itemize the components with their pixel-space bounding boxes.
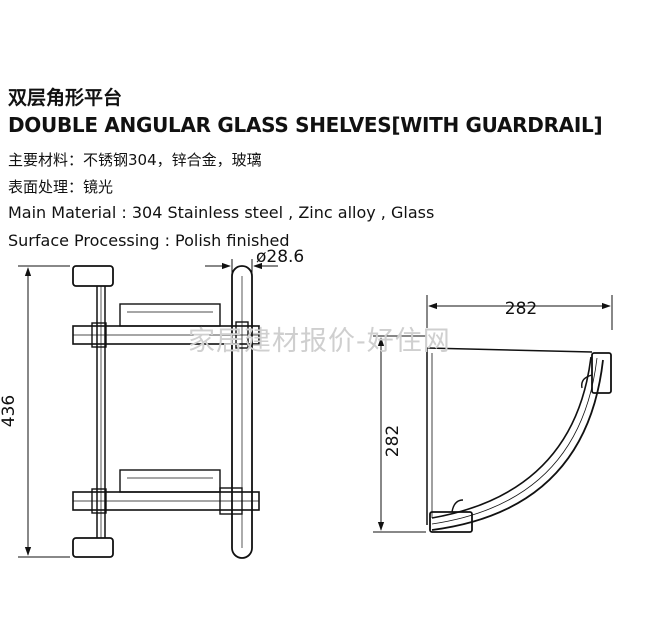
corner-shelf-outline: [426, 347, 604, 531]
material-en: Main Material : 304 Stainless steel , Zi…: [8, 203, 435, 222]
product-title-en: DOUBLE ANGULAR GLASS SHELVES[WITH GUARDR…: [8, 113, 603, 137]
width-dimension-line: [426, 295, 613, 330]
height-label: 436: [0, 395, 19, 427]
lower-glass-shelf: [72, 469, 260, 515]
diameter-dimension-line: [205, 259, 278, 276]
top-wall-mount: [72, 265, 114, 287]
surface-en: Surface Processing : Polish finished: [8, 231, 290, 250]
top-view: [373, 295, 613, 533]
depth-label: 282: [383, 425, 403, 457]
bottom-wall-mount: [72, 537, 114, 558]
width-label: 282: [505, 299, 537, 319]
bottom-left-bracket: [429, 499, 473, 533]
product-title-cn: 双层角形平台: [8, 87, 123, 109]
left-post: [96, 286, 106, 538]
height-dimension-line: [18, 265, 70, 558]
top-right-bracket: [581, 352, 612, 394]
material-cn: 主要材料：不锈钢304，锌合金，玻璃: [8, 151, 262, 169]
watermark-text: 家居建材报价-好住网: [188, 326, 451, 357]
depth-dimension-line: [373, 335, 426, 533]
diameter-label: ø28.6: [256, 247, 304, 267]
upper-glass-shelf: [72, 303, 260, 349]
front-view: [18, 259, 278, 559]
surface-cn: 表面处理：镜光: [8, 178, 114, 196]
